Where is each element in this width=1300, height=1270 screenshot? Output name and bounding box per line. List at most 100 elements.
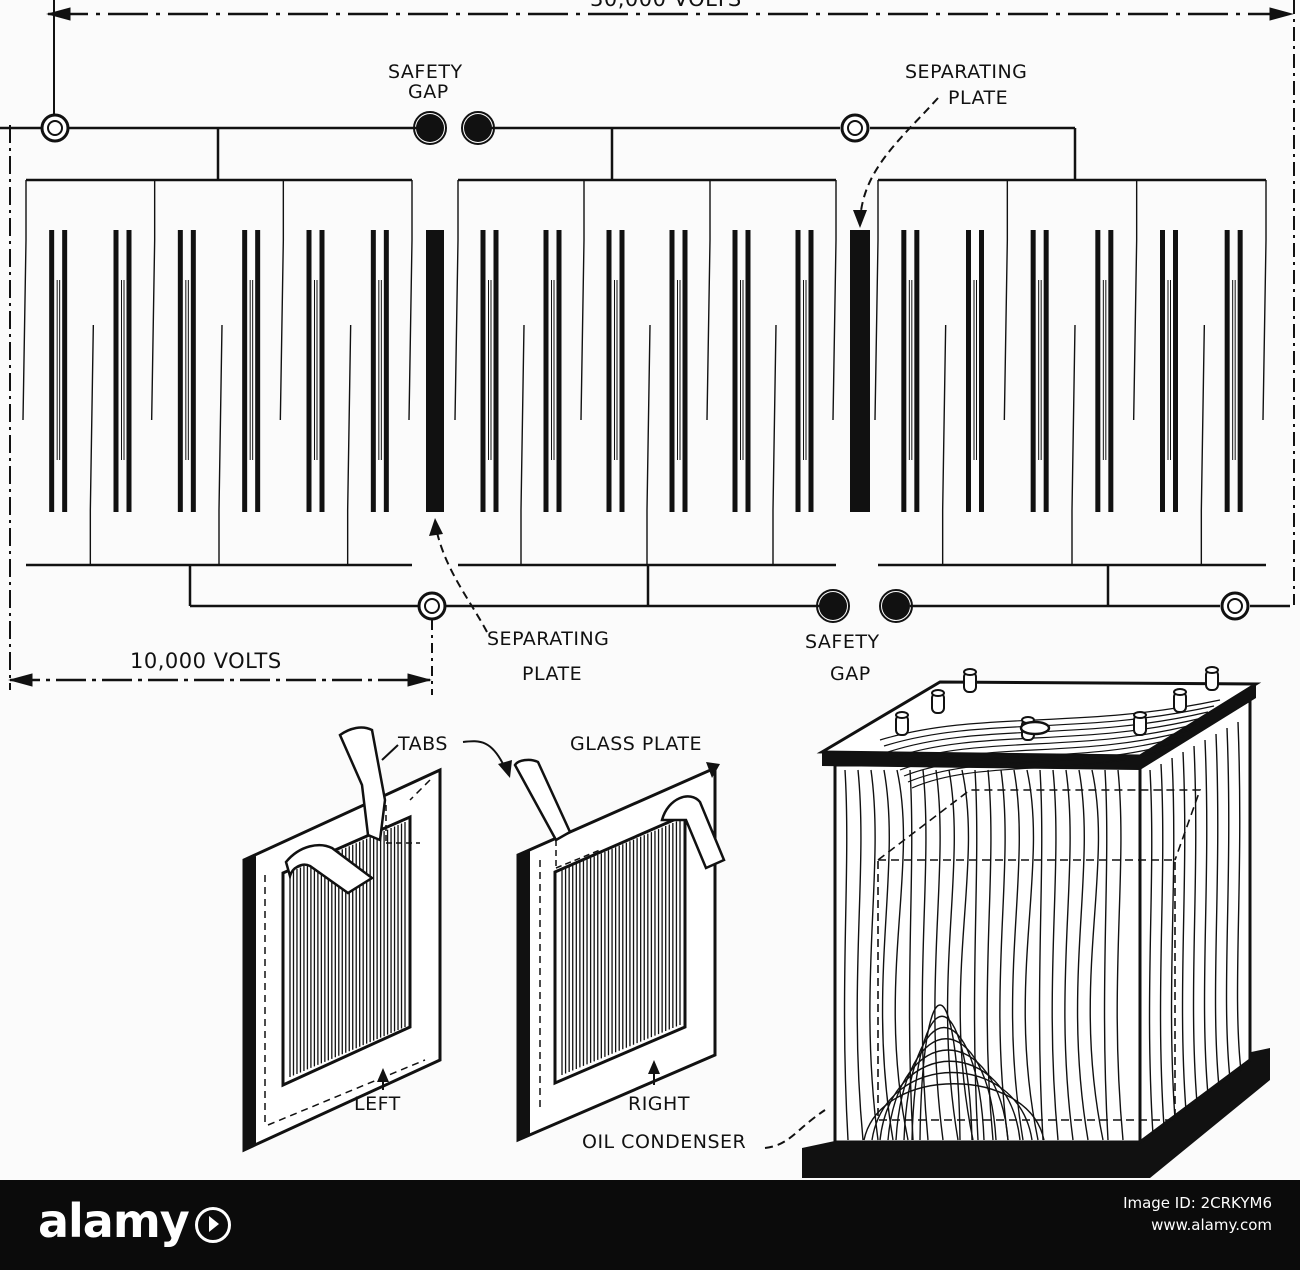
glass-plate-bar [732,230,738,512]
wood-grain-line [843,769,849,1141]
glass-plate-bar [1043,230,1049,512]
wood-grain-line [1076,769,1089,1141]
separating-plate-top-label-line1: SEPARATING [905,61,1027,83]
glass-plate-bar [383,230,389,512]
plate-tab-line [1071,324,1076,565]
plate-bank-middle [454,178,837,567]
lid-grain-line [879,699,1221,741]
glass-plate-bar [901,230,907,512]
plate-tab-line [772,324,777,565]
terminal-peg-cap [1173,688,1187,696]
condenser-diagram: 30,000 VOLTS 10,000 VOLTS [0,0,1295,1178]
glass-plate-bar [1173,230,1178,512]
glass-plate-bar [126,230,132,512]
plate-tab-line [832,180,837,421]
terminal-peg-cap [963,668,977,676]
wood-grain-side-line [1181,751,1187,1112]
plate-tab-line [346,324,352,565]
plate-tab-line [1132,180,1138,421]
glass-plate-bar [370,230,376,512]
separating-plate-top-label-line2: PLATE [948,87,1008,109]
plate-tab-line [646,324,651,565]
glass-plate-bar [1160,230,1165,512]
condenser-diagram-figure: 30,000 VOLTS 10,000 VOLTS [0,0,1295,1178]
wood-grain-line [1024,769,1039,1141]
top-volts-label: 30,000 VOLTS [590,0,742,11]
left-plate-arrowhead [377,1068,389,1082]
glass-plate-bar [1108,230,1114,512]
plate-tab-line [1262,180,1267,421]
glass-plate-bar [306,230,312,512]
plate-bank-right [874,178,1267,567]
ten-k-volts-label: 10,000 VOLTS [130,649,282,673]
glass-plate-bar [255,230,261,512]
lid-grain-line [899,729,1191,771]
wood-grain-line [1011,769,1024,1141]
wood-grain-line [921,769,929,1141]
terminal-peg-cap [1133,711,1147,719]
glass-plate-bar [669,230,675,512]
separating-plate-top-leader [859,97,939,223]
glass-plate-bar [556,230,562,512]
terminal-top-left [40,113,70,143]
wood-knot-ring [887,1049,1009,1141]
wood-grain-line [1051,769,1059,1141]
alamy-logo: alamy [38,1194,231,1248]
plate-tab-line [706,180,711,421]
glass-plate-left-illustration [242,726,442,1153]
oil-condenser-label: OIL CONDENSER [582,1131,746,1153]
glass-plate-bar [62,230,68,512]
tabs-leader-left [381,744,399,761]
filler-cap [1019,720,1051,736]
wood-grain-line [908,769,914,1141]
terminal-bottom-right [1220,591,1250,621]
wood-grain-line [1089,769,1104,1141]
glass-plate-bar [606,230,612,512]
site-url-text: www.alamy.com [1151,1216,1272,1234]
tabs-label: TABS [397,733,448,755]
terminal-top-right [840,113,870,143]
safety-gap-bottom-label-line1: SAFETY [805,631,880,653]
glass-plate-bar [979,230,984,512]
top-dimension-line [46,0,1295,605]
wood-grain-side-line [1225,727,1231,1080]
glass-plate-bar [1224,230,1230,512]
glass-plate-bar [177,230,183,512]
wood-grain-side-line [1236,721,1242,1072]
alamy-play-icon [194,1206,231,1243]
plate-tab-line [408,180,413,421]
plate-tab-line [1003,180,1009,421]
separating-plate-bottom-label-line1: SEPARATING [487,628,609,650]
wood-grain-side-line [1170,757,1176,1120]
terminal-peg-cap [1205,666,1219,674]
separating-plate-top-arrowhead [853,210,867,228]
plate-tab-line [218,324,223,565]
ten-k-dimension-line [8,125,433,695]
wood-grain-side-line [1192,745,1198,1104]
wood-grain-line [856,769,864,1141]
right-plate-label: RIGHT [628,1093,690,1115]
safety-gap-bottom-left-ball [816,589,850,623]
wood-grain-side-line [1159,763,1165,1128]
safety-gap-bottom-label-line2: GAP [830,663,871,685]
wood-grain-side-line [1148,769,1154,1136]
brand-text: alamy [38,1194,190,1248]
wood-knot-ring [871,1071,1033,1141]
wood-knot-ring [879,1060,1021,1141]
wood-grain-line [946,769,959,1141]
wood-knot-ring [863,1083,1045,1141]
wood-knot-ring [911,1015,973,1141]
lid-grain-line [895,723,1197,765]
safety-gap-top-label-line2: GAP [408,81,449,103]
plate-tab-line [150,180,156,421]
plate-tab-line [1200,324,1206,565]
wood-grain-side-line [1203,739,1209,1096]
glass-plate-bar [242,230,248,512]
separating-plate-left [426,230,444,512]
glass-plate-bar [808,230,814,512]
glass-plate-label: GLASS PLATE [570,733,702,755]
oil-condenser-illustration [802,666,1270,1178]
glass-plate-bar [190,230,196,512]
glass-plate-bar [966,230,971,512]
glass-plate-bar [914,230,920,512]
